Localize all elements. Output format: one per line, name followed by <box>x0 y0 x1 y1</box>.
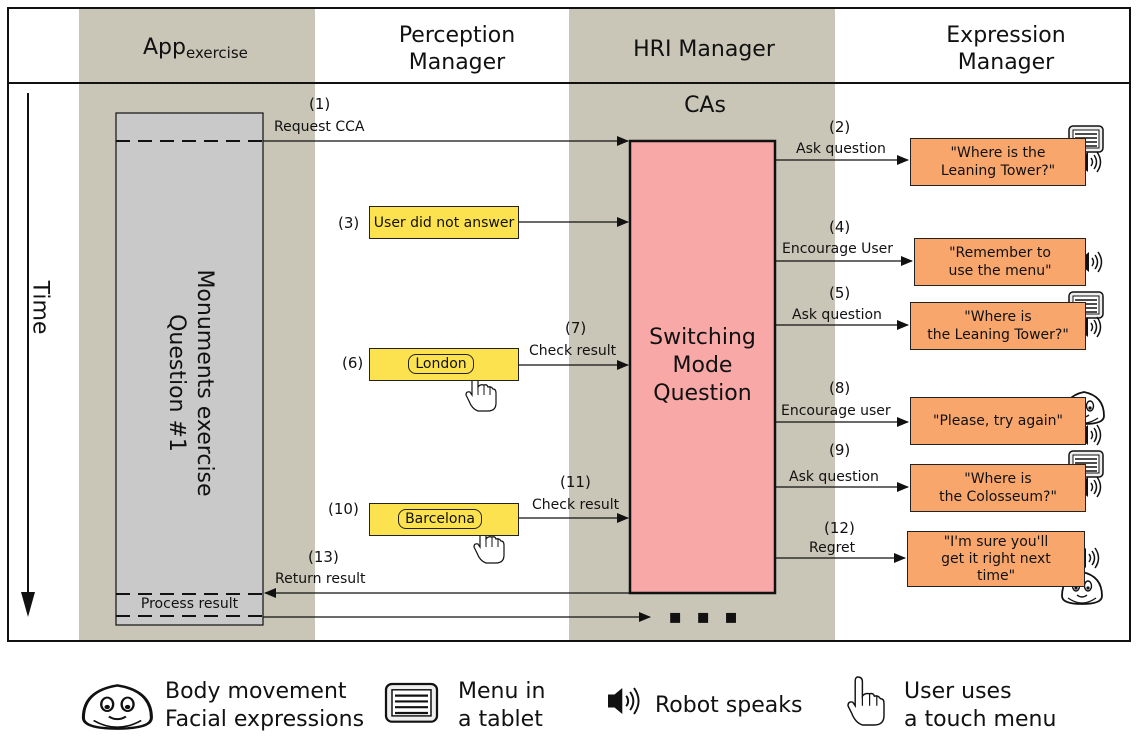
legend-robot-face-icon <box>81 683 153 731</box>
step-11-label: Check result <box>532 497 620 513</box>
process-result-label: Process result <box>140 596 239 612</box>
exercise-block-label: Monuments exercise Question #1 <box>164 269 217 497</box>
step-1-number: (1) <box>309 95 331 113</box>
utterance-remember-menu: "Remember to use the menu" <box>914 238 1086 286</box>
step-4-number: (4) <box>829 218 851 236</box>
step-4-label: Encourage User <box>782 241 894 257</box>
switching-block <box>628 139 777 595</box>
step-13-label: Return result <box>275 571 366 587</box>
legend-speaker-icon <box>607 687 640 715</box>
step-3-number: (3) <box>338 214 360 232</box>
switching-block-label: Switching Mode Question <box>649 325 756 406</box>
step-1-label: Request CCA <box>274 119 365 135</box>
column-app-header: Appexercise <box>143 35 248 62</box>
step-10-number: (10) <box>328 500 359 518</box>
event-user-did-not-answer: User did not answer <box>369 206 519 239</box>
step-11-number: (11) <box>560 473 591 491</box>
step-9-number: (9) <box>829 441 851 459</box>
legend-tablet-menu-icon <box>384 682 439 723</box>
step-8-label: Encourage user <box>781 403 891 419</box>
time-label: Time <box>27 280 53 335</box>
legend-touch-hand-icon <box>847 676 885 726</box>
time-arrowhead <box>21 592 35 617</box>
utterance-where-leaning-tower-2: "Where is the Leaning Tower?" <box>910 302 1086 350</box>
step-5-label: Ask question <box>792 307 882 323</box>
utterance-where-colosseum: "Where is the Colosseum?" <box>910 464 1086 512</box>
legend-touch-menu: User uses a touch menu <box>904 679 1057 732</box>
step-12-label: Regret <box>809 540 856 556</box>
ellipsis: ▪ ▪ ▪ <box>668 604 742 628</box>
step-2-label: Ask question <box>796 141 886 157</box>
utterance-sure-right-next-time: "I'm sure you'll get it right next time" <box>907 531 1085 587</box>
column-hri-header: HRI Manager <box>633 37 775 62</box>
step-6-number: (6) <box>342 354 364 372</box>
column-perception-header: Perception Manager <box>398 23 516 75</box>
body-frame <box>7 82 1131 642</box>
step-9-label: Ask question <box>789 469 879 485</box>
step-8-number: (8) <box>829 379 851 397</box>
choice-london-box: London <box>369 348 519 381</box>
legend-menu-tablet: Menu in a tablet <box>458 679 546 732</box>
step-7-number: (7) <box>565 319 587 337</box>
exercise-block <box>115 112 264 626</box>
utterance-please-try-again: "Please, try again" <box>910 397 1086 445</box>
step-2-number: (2) <box>829 118 851 136</box>
choice-barcelona-box: Barcelona <box>369 503 519 536</box>
cas-label: CAs <box>684 93 726 118</box>
step-13-number: (13) <box>308 548 339 566</box>
column-expression-header: Expression Manager <box>946 23 1066 75</box>
step-5-number: (5) <box>829 284 851 302</box>
choice-barcelona-button[interactable]: Barcelona <box>398 508 482 529</box>
step-12-number: (12) <box>824 519 855 537</box>
legend-body-movement: Body movement Facial expressions <box>165 679 365 732</box>
utterance-where-leaning-tower: "Where is the Leaning Tower?" <box>910 138 1086 186</box>
legend-robot-speaks: Robot speaks <box>655 693 803 718</box>
step-7-label: Check result <box>529 343 617 359</box>
choice-london-button[interactable]: London <box>408 353 474 374</box>
